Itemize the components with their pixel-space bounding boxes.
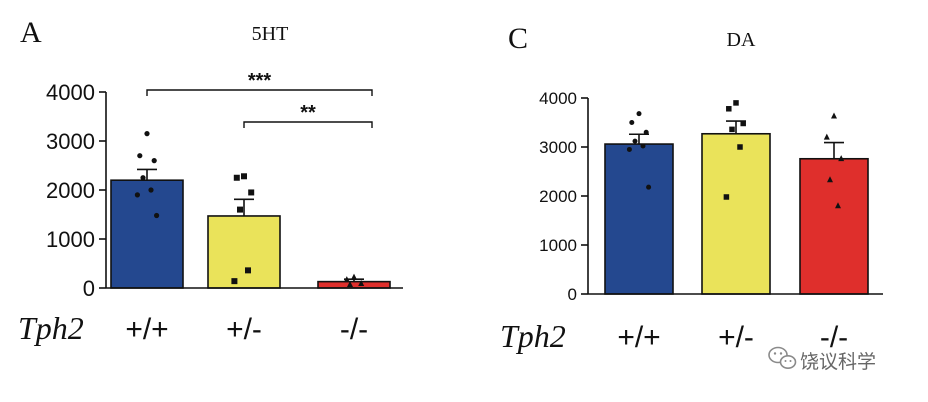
point-a-0-0: [144, 131, 150, 137]
point-a-0-3: [140, 175, 146, 181]
point-c-2-2: [838, 155, 845, 162]
wechat-icon: [768, 346, 797, 369]
point-a-0-4: [148, 187, 154, 193]
bar-a-0: [110, 179, 184, 289]
point-a-2-3: [347, 280, 353, 287]
point-c-0-0: [636, 111, 642, 117]
y-tick-label-a-1: 1000: [46, 227, 95, 252]
y-tick-label-a-3: 3000: [46, 129, 95, 154]
point-c-1-3: [729, 126, 735, 133]
point-a-1-2: [248, 189, 255, 196]
bar-c-0: [604, 143, 674, 295]
category-label-c-0: +/+: [617, 321, 660, 354]
chart-title-a: 5HT: [252, 23, 289, 45]
point-a-0-2: [151, 158, 157, 164]
point-c-1-2: [740, 120, 746, 127]
point-c-0-4: [640, 143, 646, 149]
category-label-c-2: -/-: [820, 321, 848, 354]
plot-area-c: 0 1000 2000 3000 4000 +/+ +/- -/-: [539, 89, 883, 354]
y-tick-label-c-1: 1000: [539, 236, 577, 255]
point-c-2-0: [831, 112, 837, 119]
significance-bracket-a-1: [243, 121, 373, 128]
point-a-1-0: [241, 173, 247, 180]
bar-c-2: [799, 157, 869, 295]
watermark: 饶议科学: [768, 346, 876, 373]
point-a-0-1: [137, 153, 143, 159]
point-c-1-5: [723, 194, 730, 200]
watermark-text: 饶议科学: [800, 351, 876, 373]
point-c-0-2: [643, 129, 649, 135]
point-a-2-2: [358, 279, 365, 286]
category-label-a-1: +/-: [226, 313, 262, 346]
point-a-2-1: [343, 276, 350, 283]
y-tick-label-a-4: 4000: [46, 80, 95, 105]
point-c-2-3: [827, 176, 833, 183]
point-a-1-5: [231, 278, 238, 285]
bar-c-1: [701, 132, 771, 295]
point-c-1-4: [737, 144, 743, 150]
panel-label-c: C: [508, 22, 528, 55]
point-c-0-5: [626, 146, 632, 152]
category-label-a-2: -/-: [340, 313, 368, 346]
y-tick-label-c-2: 2000: [539, 187, 577, 206]
point-c-2-1: [823, 133, 830, 140]
significance-bracket-a-0: [146, 89, 373, 96]
category-label-c-1: +/-: [718, 321, 754, 354]
point-c-2-4: [835, 202, 841, 209]
bar-a-2: [317, 280, 391, 289]
point-c-1-1: [726, 106, 732, 112]
point-a-0-6: [154, 212, 160, 219]
bar-a-1: [207, 215, 281, 289]
point-a-1-3: [237, 206, 243, 213]
y-tick-label-c-0: 0: [568, 285, 577, 304]
point-c-0-3: [632, 138, 638, 144]
significance-label-a-1: **: [300, 102, 316, 124]
y-tick-label-c-3: 3000: [539, 138, 577, 157]
category-label-a-0: +/+: [125, 313, 168, 346]
point-a-1-1: [233, 174, 240, 181]
x-axis-gene-label-c: Tph2: [500, 318, 566, 354]
panel-c-da: C DA 0 1000 2000 3000 4000 +/+ +/- -/- Tph2: [500, 22, 883, 354]
point-c-0-1: [629, 120, 635, 125]
point-a-1-4: [245, 267, 251, 274]
point-c-0-6: [646, 184, 652, 190]
y-tick-label-c-4: 4000: [539, 89, 577, 108]
y-tick-label-a-0: 0: [83, 276, 95, 301]
significance-label-a-0: ***: [248, 70, 272, 92]
panel-label-a: A: [20, 16, 42, 49]
chart-title-c: DA: [727, 29, 756, 51]
point-c-1-0: [733, 100, 739, 106]
x-axis-gene-label-a: Tph2: [18, 310, 84, 346]
point-a-0-5: [134, 192, 140, 198]
y-tick-label-a-2: 2000: [46, 178, 95, 203]
point-a-2-0: [351, 273, 357, 280]
